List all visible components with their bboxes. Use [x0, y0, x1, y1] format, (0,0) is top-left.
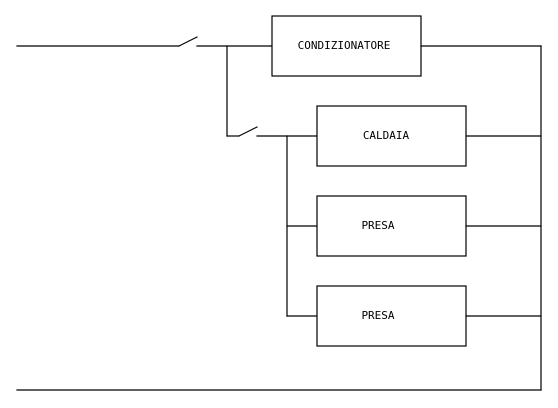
main-switch — [178, 36, 198, 47]
conditioner-box — [271, 15, 422, 77]
secondary-switch — [238, 126, 258, 137]
socket-2-label: PRESA — [361, 309, 394, 322]
conditioner-label: CONDIZIONATORE — [298, 39, 391, 52]
boiler-label: CALDAIA — [363, 129, 410, 142]
socket-1-label: PRESA — [361, 219, 394, 232]
socket-1-box — [316, 195, 467, 257]
socket-2-box — [316, 285, 467, 347]
